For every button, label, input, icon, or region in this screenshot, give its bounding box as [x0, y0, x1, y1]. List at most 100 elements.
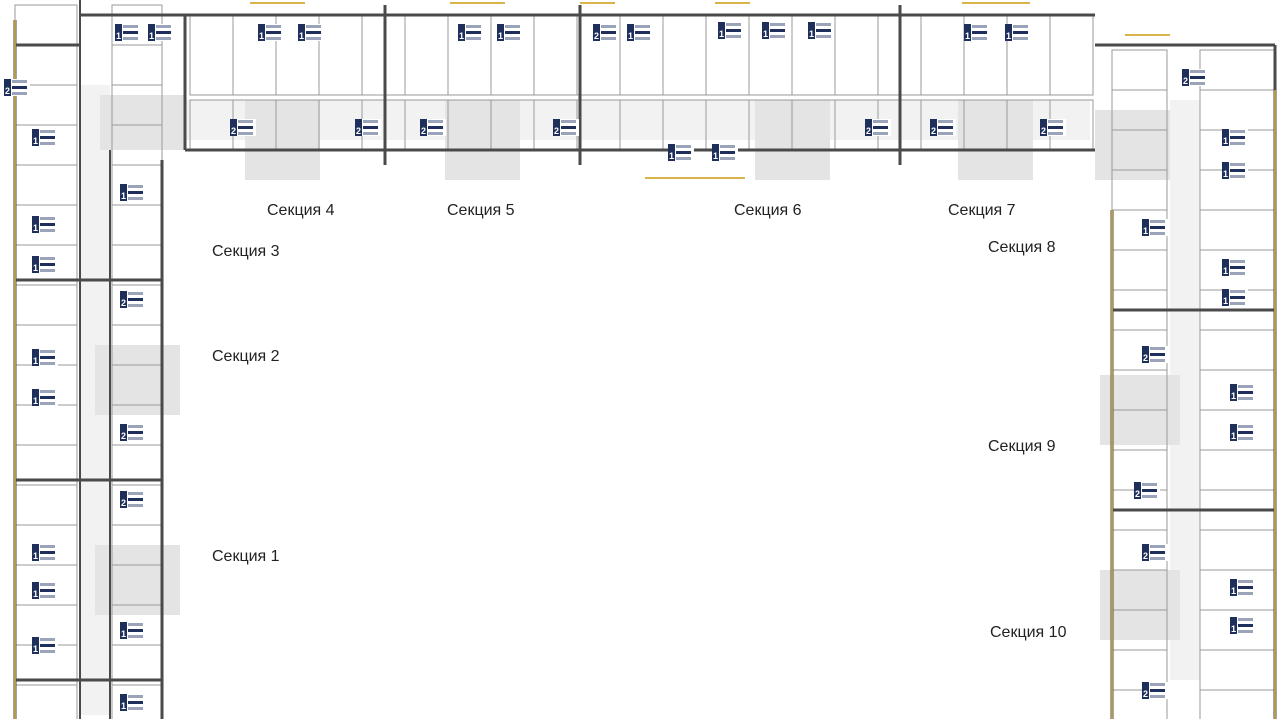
apartment-badge[interactable]: 1: [1230, 384, 1256, 401]
apartment-badge[interactable]: 2: [355, 119, 381, 136]
apartment-info: [675, 144, 694, 161]
apartment-badge[interactable]: 1: [115, 24, 141, 41]
room: [1199, 209, 1276, 251]
apartment-badge[interactable]: 1: [120, 622, 146, 639]
apartment-badge[interactable]: 2: [593, 24, 619, 41]
apartment-info: [725, 22, 744, 39]
room-count: 1: [1222, 259, 1229, 276]
section-label-s5: Секция 5: [447, 202, 515, 219]
apartment-badge[interactable]: 1: [762, 22, 788, 39]
apartment-badge[interactable]: 2: [120, 491, 146, 508]
apartment-badge[interactable]: 1: [298, 24, 324, 41]
apartment-badge[interactable]: 2: [4, 79, 30, 96]
apartment-info: [362, 119, 381, 136]
room-count: 1: [120, 622, 127, 639]
apartment-badge[interactable]: 1: [32, 349, 58, 366]
room: [1199, 49, 1276, 91]
apartment-badge[interactable]: 1: [1222, 162, 1248, 179]
apartment-badge[interactable]: 1: [32, 637, 58, 654]
room: [189, 14, 234, 96]
apartment-badge[interactable]: 2: [420, 119, 446, 136]
stair-core: [1095, 110, 1170, 180]
apartment-info: [39, 582, 58, 599]
room-count: 1: [32, 256, 39, 273]
apartment-badge[interactable]: 1: [32, 129, 58, 146]
apartment-badge[interactable]: 1: [32, 544, 58, 561]
apartment-badge[interactable]: 1: [808, 22, 834, 39]
apartment-badge[interactable]: 1: [32, 216, 58, 233]
apartment-badge[interactable]: 2: [1142, 346, 1168, 363]
room: [1111, 49, 1168, 91]
apartment-badge[interactable]: 2: [120, 291, 146, 308]
apartment-info: [465, 24, 484, 41]
apartment-badge[interactable]: 1: [32, 256, 58, 273]
apartment-badge[interactable]: 2: [1182, 69, 1208, 86]
apartment-info: [265, 24, 284, 41]
section-label-s9: Секция 9: [988, 438, 1056, 455]
room-count: 1: [1230, 424, 1237, 441]
room: [834, 14, 879, 96]
apartment-badge[interactable]: 1: [258, 24, 284, 41]
section-label-s2: Секция 2: [212, 348, 280, 365]
apartment-badge[interactable]: 2: [553, 119, 579, 136]
apartment-badge[interactable]: 1: [458, 24, 484, 41]
section-label-s7: Секция 7: [948, 202, 1016, 219]
apartment-badge[interactable]: 1: [1222, 289, 1248, 306]
room-count: 1: [32, 582, 39, 599]
apartment-badge[interactable]: 2: [1134, 482, 1160, 499]
apartment-badge[interactable]: 1: [964, 24, 990, 41]
apartment-info: [127, 491, 146, 508]
room-count: 2: [1142, 544, 1149, 561]
apartment-badge[interactable]: 1: [1230, 579, 1256, 596]
apartment-badge[interactable]: 1: [120, 184, 146, 201]
apartment-badge[interactable]: 1: [120, 694, 146, 711]
room-count: 2: [4, 79, 11, 96]
room-count: 1: [1222, 162, 1229, 179]
room-count: 1: [32, 216, 39, 233]
apartment-info: [1237, 424, 1256, 441]
apartment-badge[interactable]: 2: [120, 424, 146, 441]
apartment-badge[interactable]: 1: [1005, 24, 1031, 41]
apartment-info: [127, 694, 146, 711]
apartment-badge[interactable]: 1: [148, 24, 174, 41]
apartment-badge[interactable]: 1: [1230, 617, 1256, 634]
room-count: 1: [1230, 579, 1237, 596]
room: [920, 14, 965, 96]
apartment-badge[interactable]: 1: [497, 24, 523, 41]
apartment-badge[interactable]: 1: [1222, 259, 1248, 276]
apartment-info: [39, 349, 58, 366]
apartment-info: [872, 119, 891, 136]
room-count: 2: [930, 119, 937, 136]
room-count: 2: [230, 119, 237, 136]
apartment-badge[interactable]: 1: [712, 144, 738, 161]
apartment-badge[interactable]: 1: [627, 24, 653, 41]
room-count: 2: [355, 119, 362, 136]
apartment-badge[interactable]: 1: [1222, 129, 1248, 146]
apartment-badge[interactable]: 2: [1142, 544, 1168, 561]
room-count: 1: [712, 144, 719, 161]
room-count: 1: [1230, 617, 1237, 634]
apartment-badge[interactable]: 1: [668, 144, 694, 161]
apartment-info: [1229, 129, 1248, 146]
section-label-s1: Секция 1: [212, 548, 280, 565]
room-count: 2: [120, 291, 127, 308]
room-count: 1: [298, 24, 305, 41]
apartment-badge[interactable]: 1: [1142, 219, 1168, 236]
apartment-badge[interactable]: 2: [230, 119, 256, 136]
apartment-badge[interactable]: 1: [32, 582, 58, 599]
apartment-info: [1229, 162, 1248, 179]
room-count: 2: [1142, 682, 1149, 699]
apartment-badge[interactable]: 1: [1230, 424, 1256, 441]
apartment-badge[interactable]: 1: [32, 389, 58, 406]
apartment-info: [560, 119, 579, 136]
apartment-info: [127, 622, 146, 639]
apartment-badge[interactable]: 2: [1040, 119, 1066, 136]
apartment-badge[interactable]: 2: [930, 119, 956, 136]
room-count: 2: [865, 119, 872, 136]
room-count: 2: [1142, 346, 1149, 363]
apartment-badge[interactable]: 2: [865, 119, 891, 136]
apartment-badge[interactable]: 2: [1142, 682, 1168, 699]
apartment-info: [600, 24, 619, 41]
apartment-info: [39, 389, 58, 406]
apartment-badge[interactable]: 1: [718, 22, 744, 39]
